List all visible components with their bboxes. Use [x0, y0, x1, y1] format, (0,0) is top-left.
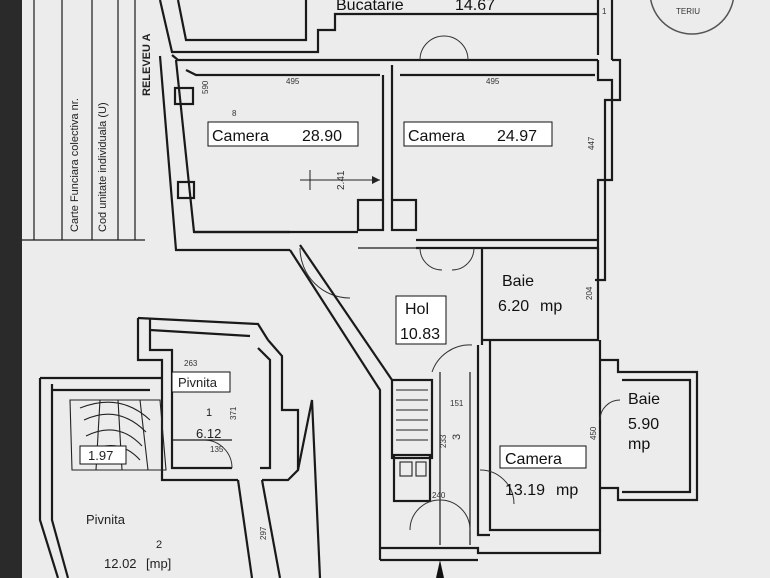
dim-204: 204	[585, 286, 594, 300]
dim-1: 1	[602, 7, 607, 16]
room-labels: Bucatarie 14.67 Camera 28.90 Camera 24.9…	[79, 0, 660, 571]
baie1-name: Baie	[502, 273, 534, 290]
pivnita1-area: 6.12	[196, 426, 221, 441]
baie1-unit: mp	[540, 298, 562, 315]
bucatarie-area: 14.67	[455, 0, 495, 14]
stair-cellar-box	[79, 445, 127, 465]
header-frame: Carte Funciara colectiva nr. Cod unitate…	[22, 0, 153, 241]
pivnita2-number: 2	[156, 539, 162, 551]
scan-edge	[0, 0, 22, 578]
dim-263: 263	[184, 359, 198, 368]
stair-cellar-area: 1.97	[88, 448, 113, 463]
camera3-name: Camera	[505, 451, 562, 468]
dim-590: 590	[201, 80, 210, 94]
camera2-box	[403, 121, 553, 147]
upper-floor-walls	[158, 0, 622, 299]
pivnita2-area: 12.02	[104, 556, 137, 571]
camera1-area: 28.90	[302, 128, 342, 145]
camera3-unit: mp	[556, 482, 578, 499]
cellar-walls	[38, 316, 322, 578]
dimension-arrow	[300, 170, 380, 190]
camera3-box	[499, 445, 587, 469]
camera1-box	[207, 121, 359, 147]
dim-8: 8	[232, 109, 237, 118]
carte-funciara-label: Carte Funciara colectiva nr.	[69, 98, 81, 232]
pivnita2-name: Pivnita	[86, 512, 126, 527]
lower-floor-walls	[289, 244, 699, 578]
cod-unitate-label: Cod unitate individuala (U)	[97, 102, 109, 232]
hol-name: Hol	[405, 301, 429, 318]
camera2-area: 24.97	[497, 128, 537, 145]
baie1-area: 6.20	[498, 298, 529, 315]
dim-151: 151	[450, 399, 464, 408]
pivnita1-number: 1	[206, 407, 212, 419]
stamp: TERIU	[650, 0, 734, 35]
camera1-name: Camera	[212, 128, 269, 145]
camera2-name: Camera	[408, 128, 465, 145]
releveu-label: RELEVEU A	[141, 33, 153, 96]
dim-447: 447	[587, 136, 596, 150]
baie2-area: 5.90	[628, 416, 659, 433]
hol-box	[395, 295, 447, 345]
baie2-unit: mp	[628, 436, 650, 453]
dim-495-b: 495	[486, 77, 500, 86]
camera3-area: 13.19	[505, 482, 545, 499]
dim-135: 135	[210, 445, 224, 454]
dim-450: 450	[589, 426, 598, 440]
dim-371: 371	[229, 406, 238, 420]
dimension-labels: 590 495 495 8 2.41 447 204 263 3 233 450…	[184, 7, 607, 540]
dim-233: 233	[439, 434, 448, 448]
dim-3: 3	[451, 434, 463, 440]
baie2-name: Baie	[628, 391, 660, 408]
svg-text:TERIU: TERIU	[676, 7, 700, 16]
pivnita1-name: Pivnita	[178, 375, 218, 390]
dim-240: 240	[432, 491, 446, 500]
pivnita1-box	[171, 371, 231, 393]
pivnita2-unit: [mp]	[146, 556, 171, 571]
hol-area: 10.83	[400, 326, 440, 343]
bucatarie-name: Bucatarie	[336, 0, 404, 14]
north-arrow-icon	[436, 560, 444, 578]
dim-297: 297	[259, 526, 268, 540]
dim-495-a: 495	[286, 77, 300, 86]
